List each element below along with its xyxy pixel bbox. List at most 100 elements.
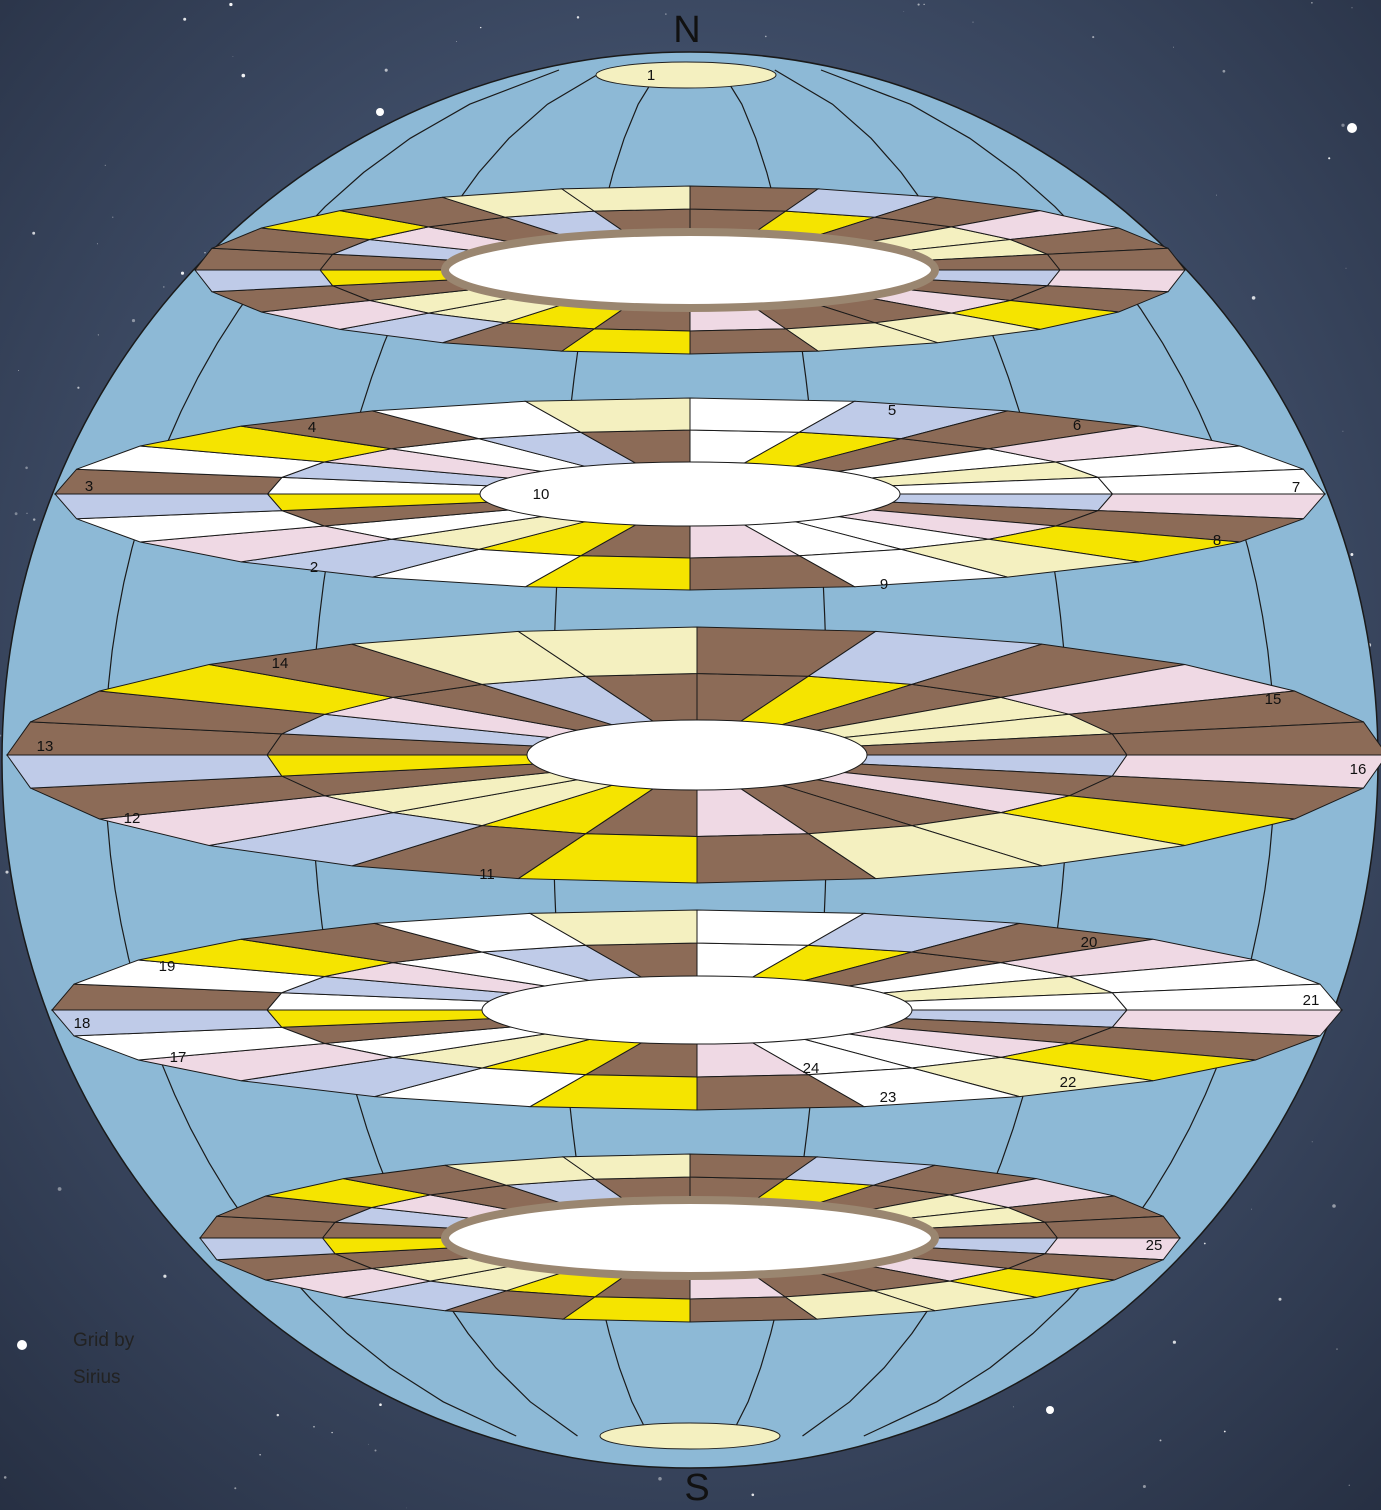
ring-center-hole (482, 976, 912, 1044)
star (1160, 1439, 1162, 1441)
north-label: N (673, 9, 700, 51)
star (1342, 431, 1343, 432)
grid-label-5: 5 (888, 402, 896, 419)
grid-ring (7, 627, 1381, 883)
star (229, 3, 232, 6)
grid-label-25: 25 (1146, 1237, 1163, 1254)
star (58, 1187, 62, 1191)
star (379, 1403, 382, 1406)
star (1312, 1141, 1313, 1142)
star (918, 4, 920, 6)
star (1143, 1485, 1146, 1488)
star (5, 871, 8, 874)
star (374, 1449, 376, 1451)
star (163, 286, 165, 288)
star (25, 467, 28, 470)
grid-label-22: 22 (1060, 1074, 1077, 1091)
grid-label-17: 17 (170, 1049, 187, 1066)
grid-label-13: 13 (37, 738, 54, 755)
star (658, 1477, 662, 1481)
star (234, 1487, 236, 1489)
grid-label-19: 19 (159, 958, 176, 975)
south-label: S (684, 1467, 709, 1509)
ring-center-hole (527, 720, 867, 790)
star (1279, 1298, 1282, 1301)
star (751, 1493, 754, 1496)
south-pole-cap (600, 1423, 780, 1449)
star (1173, 1341, 1176, 1344)
grid-label-16: 16 (1350, 761, 1367, 778)
star (204, 252, 205, 253)
grid-label-23: 23 (880, 1089, 897, 1106)
grid-label-6: 6 (1073, 417, 1081, 434)
star (480, 27, 481, 28)
star (1346, 268, 1347, 269)
star (181, 272, 184, 275)
grid-label-10: 10 (533, 486, 550, 503)
star (1173, 47, 1174, 48)
star (15, 512, 18, 515)
grid-label-12: 12 (124, 810, 141, 827)
grid-label-21: 21 (1303, 992, 1320, 1009)
star (1252, 296, 1256, 300)
grid-label-2: 2 (310, 559, 318, 576)
star (77, 387, 79, 389)
grid-ring (55, 398, 1325, 590)
star (1204, 1243, 1206, 1245)
star (1328, 157, 1330, 159)
star (98, 334, 99, 335)
star (1350, 553, 1353, 556)
grid-label-1: 1 (647, 67, 655, 84)
star (1341, 124, 1344, 127)
bright-star (376, 108, 384, 116)
grid-label-9: 9 (880, 576, 888, 593)
star (97, 243, 98, 244)
grid-label-14: 14 (272, 655, 289, 672)
star (1224, 1431, 1226, 1433)
grid-ring (200, 1154, 1180, 1322)
grid-label-18: 18 (74, 1015, 91, 1032)
bright-star (17, 1340, 27, 1350)
star (105, 165, 106, 166)
star (1092, 36, 1094, 38)
star (368, 1444, 369, 1445)
grid-label-4: 4 (308, 419, 316, 436)
grid-label-15: 15 (1265, 691, 1282, 708)
star (183, 18, 186, 21)
star (32, 232, 35, 235)
star (385, 69, 388, 72)
star (903, 11, 904, 12)
star (1352, 7, 1353, 8)
credit-line-2: Sirius (73, 1367, 121, 1389)
star (132, 319, 135, 322)
star (1216, 195, 1217, 196)
grid-label-3: 3 (85, 478, 93, 495)
star (1336, 1348, 1337, 1349)
star (923, 4, 924, 5)
ring-center-hole (445, 232, 935, 308)
grid-label-11: 11 (479, 866, 495, 883)
star (331, 1432, 332, 1433)
star (665, 14, 666, 15)
star (1223, 70, 1226, 73)
grid-label-8: 8 (1213, 532, 1221, 549)
ring-center-hole (445, 1200, 935, 1276)
bright-star (1046, 1406, 1054, 1414)
grid-label-24: 24 (803, 1060, 820, 1077)
grid-label-7: 7 (1292, 479, 1300, 496)
star (26, 513, 27, 514)
star (163, 1275, 166, 1278)
star (277, 1414, 279, 1416)
star (259, 1454, 260, 1455)
star (1349, 1485, 1350, 1486)
grid-ring (52, 910, 1342, 1110)
bright-star (1347, 123, 1357, 133)
star (577, 16, 579, 18)
star (112, 217, 113, 218)
star (4, 1476, 7, 1479)
star (406, 1508, 407, 1509)
credit-line-1: Grid by (73, 1330, 134, 1352)
star (1332, 1204, 1336, 1208)
star (1251, 1209, 1252, 1210)
